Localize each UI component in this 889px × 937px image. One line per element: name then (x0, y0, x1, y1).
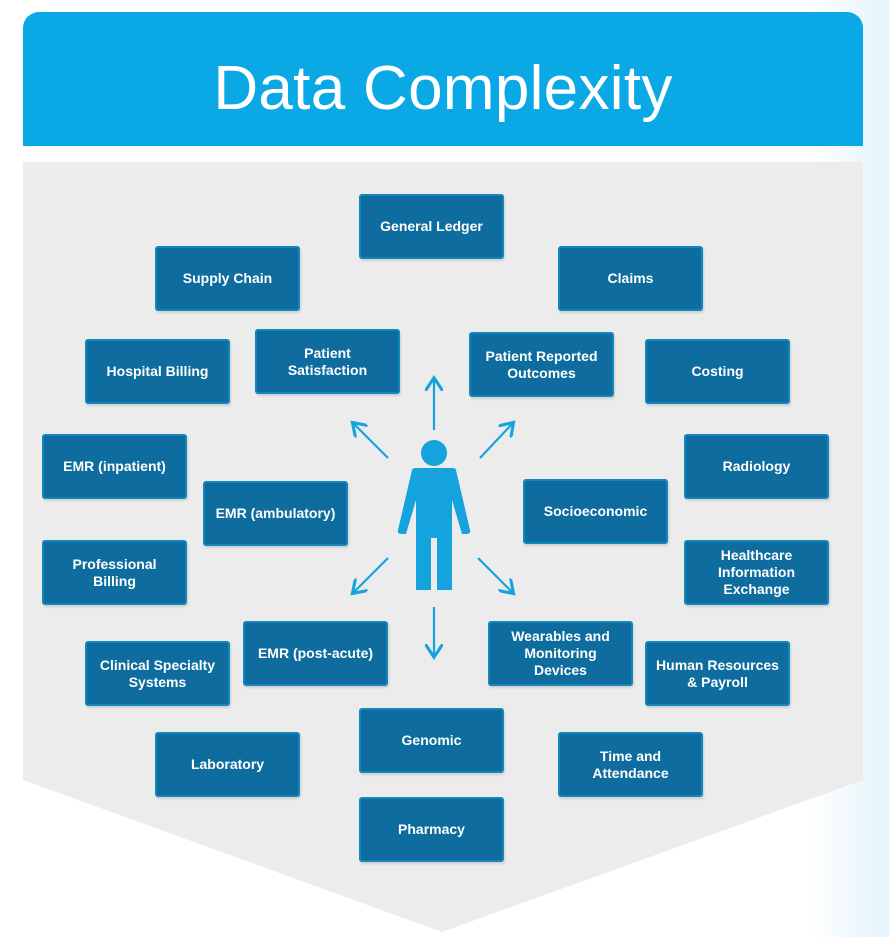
node-label: Radiology (722, 458, 791, 474)
arrow-down-left (354, 557, 389, 592)
node-healthcare-information-exchange: Healthcare Information Exchange (684, 540, 829, 605)
node-label: Pharmacy (398, 821, 465, 837)
node-professional-billing: Professional Billing (42, 540, 187, 605)
node-emr-post-acute: EMR (post-acute) (243, 621, 388, 686)
node-claims: Claims (558, 246, 703, 311)
node-emr-inpatient: EMR (inpatient) (42, 434, 187, 499)
arrows (354, 380, 512, 655)
arrow-down-right (477, 557, 512, 592)
person-icon (397, 440, 471, 590)
node-label: Clinical Specialty Systems (99, 656, 216, 690)
node-label: Genomic (401, 732, 462, 748)
node-label: Wearables and Monitoring Devices (511, 628, 610, 678)
node-socioeconomic: Socioeconomic (523, 479, 668, 544)
node-label: Claims (607, 270, 654, 286)
node-label: EMR (post-acute) (257, 645, 374, 661)
node-general-ledger: General Ledger (359, 194, 504, 259)
node-label: Human Resources & Payroll (656, 656, 779, 690)
node-label: Patient Reported Outcomes (485, 347, 598, 381)
node-label: Patient Satisfaction (287, 344, 368, 378)
node-label: Socioeconomic (543, 503, 648, 519)
node-label: Hospital Billing (106, 363, 209, 379)
header-banner: Data Complexity (23, 12, 863, 146)
node-label: General Ledger (380, 218, 483, 234)
node-label: EMR (ambulatory) (215, 505, 336, 521)
node-costing: Costing (645, 339, 790, 404)
node-label: EMR (inpatient) (63, 458, 166, 474)
node-time-and-attendance: Time and Attendance (558, 732, 703, 797)
node-wearables: Wearables and Monitoring Devices (488, 621, 633, 686)
node-hospital-billing: Hospital Billing (85, 339, 230, 404)
node-patient-satisfaction: Patient Satisfaction (255, 329, 400, 394)
node-clinical-specialty-systems: Clinical Specialty Systems (85, 641, 230, 706)
arrow-up-right (479, 424, 512, 459)
node-emr-ambulatory: EMR (ambulatory) (203, 481, 348, 546)
node-pharmacy: Pharmacy (359, 797, 504, 862)
node-label: Healthcare Information Exchange (718, 547, 795, 597)
node-radiology: Radiology (684, 434, 829, 499)
node-label: Supply Chain (182, 270, 273, 286)
node-patient-reported-outcomes: Patient Reported Outcomes (469, 332, 614, 397)
node-label: Costing (691, 363, 744, 379)
node-label: Professional Billing (72, 555, 157, 589)
node-label: Time and Attendance (592, 747, 669, 781)
page-title: Data Complexity (213, 54, 673, 123)
node-laboratory: Laboratory (155, 732, 300, 797)
node-label: Laboratory (190, 756, 265, 772)
node-supply-chain: Supply Chain (155, 246, 300, 311)
node-genomic: Genomic (359, 708, 504, 773)
node-human-resources-payroll: Human Resources & Payroll (645, 641, 790, 706)
arrow-up-left (354, 424, 389, 459)
